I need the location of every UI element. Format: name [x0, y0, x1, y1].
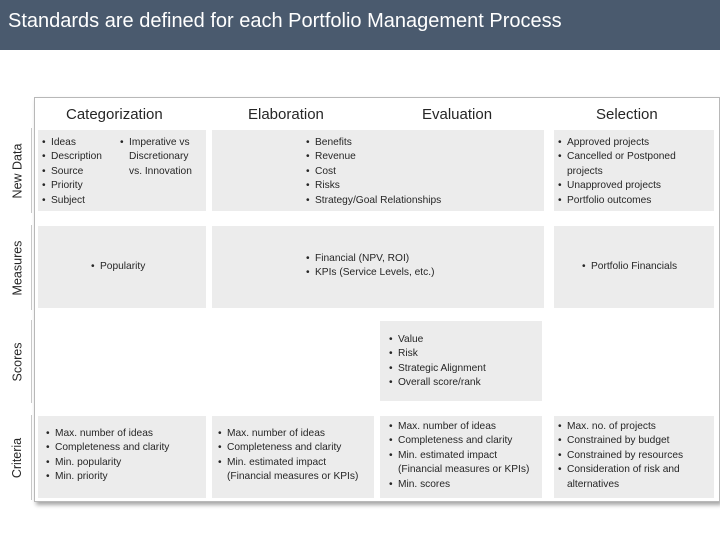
- cell-new-data-selection: Approved projects Cancelled or Postponed…: [554, 130, 714, 211]
- list-item: Strategy/Goal Relationships: [306, 194, 441, 209]
- title-bar: Standards are defined for each Portfolio…: [0, 0, 720, 50]
- list-item: Ideas: [42, 136, 102, 151]
- cell-new-data-elaboration-evaluation: Benefits Revenue Cost Risks Strategy/Goa…: [212, 130, 544, 211]
- row-label-criteria-text: Criteria: [10, 437, 25, 478]
- list-item: Portfolio outcomes: [558, 194, 698, 209]
- list-item: Cost: [306, 165, 441, 180]
- scores-evaluation-list: Value Risk Strategic Alignment Overall s…: [389, 333, 486, 391]
- cell-scores-evaluation: Value Risk Strategic Alignment Overall s…: [380, 321, 542, 401]
- cell-criteria-evaluation: Max. number of ideas Completeness and cl…: [380, 416, 542, 498]
- list-item: Source: [42, 165, 102, 180]
- column-header-evaluation: Evaluation: [422, 106, 493, 123]
- list-item: Popularity: [91, 260, 145, 275]
- measures-selection-list: Portfolio Financials: [582, 260, 677, 275]
- list-item: Imperative vs Discretionary vs. Innovati…: [120, 136, 202, 179]
- new-data-categorization-list-b: Imperative vs Discretionary vs. Innovati…: [120, 136, 202, 179]
- list-item: Risks: [306, 179, 441, 194]
- criteria-elaboration-list: Max. number of ideas Completeness and cl…: [218, 427, 370, 485]
- list-item: Revenue: [306, 150, 441, 165]
- row-label-measures-text: Measures: [10, 240, 25, 295]
- list-item: Description: [42, 150, 102, 165]
- cell-new-data-categorization: Ideas Description Source Priority Subjec…: [38, 130, 206, 211]
- criteria-categorization-list: Max. number of ideas Completeness and cl…: [46, 427, 196, 485]
- list-item: Min. estimated impact (Financial measure…: [389, 449, 539, 478]
- criteria-evaluation-list: Max. number of ideas Completeness and cl…: [389, 420, 539, 492]
- list-item: Constrained by resources: [558, 449, 698, 464]
- list-item: Max. number of ideas: [389, 420, 539, 435]
- measures-elaboration-evaluation-list: Financial (NPV, ROI) KPIs (Service Level…: [306, 252, 434, 281]
- list-item: Min. estimated impact (Financial measure…: [218, 456, 370, 485]
- column-header-categorization: Categorization: [66, 106, 163, 123]
- cell-measures-selection: Portfolio Financials: [554, 226, 714, 308]
- row-label-new-data: New Data: [4, 128, 32, 213]
- list-item: Unapproved projects: [558, 179, 698, 194]
- row-label-measures: Measures: [4, 225, 32, 310]
- list-item: Strategic Alignment: [389, 362, 486, 377]
- list-item: Consideration of risk and alternatives: [558, 463, 698, 492]
- list-item: Financial (NPV, ROI): [306, 252, 434, 267]
- list-item: Risk: [389, 347, 486, 362]
- list-item: Constrained by budget: [558, 434, 698, 449]
- list-item: Completeness and clarity: [218, 441, 370, 456]
- measures-categorization-list: Popularity: [91, 260, 145, 275]
- list-item: Portfolio Financials: [582, 260, 677, 275]
- cell-measures-categorization: Popularity: [38, 226, 206, 308]
- list-item: Subject: [42, 194, 102, 209]
- list-item: Priority: [42, 179, 102, 194]
- row-label-criteria: Criteria: [4, 415, 32, 500]
- row-label-new-data-text: New Data: [10, 143, 25, 198]
- list-item: Cancelled or Postponed projects: [558, 150, 698, 179]
- list-item: Min. popularity: [46, 456, 196, 471]
- list-item: Completeness and clarity: [389, 434, 539, 449]
- cell-measures-elaboration-evaluation: Financial (NPV, ROI) KPIs (Service Level…: [212, 226, 544, 308]
- new-data-selection-list: Approved projects Cancelled or Postponed…: [558, 136, 698, 208]
- list-item: Overall score/rank: [389, 376, 486, 391]
- list-item: Min. priority: [46, 470, 196, 485]
- new-data-elaboration-evaluation-list: Benefits Revenue Cost Risks Strategy/Goa…: [306, 136, 441, 208]
- list-item: Benefits: [306, 136, 441, 151]
- column-header-elaboration: Elaboration: [248, 106, 324, 123]
- column-header-selection: Selection: [596, 106, 658, 123]
- list-item: KPIs (Service Levels, etc.): [306, 266, 434, 281]
- list-item: Max. no. of projects: [558, 420, 698, 435]
- row-label-scores-text: Scores: [10, 342, 25, 381]
- row-label-scores: Scores: [4, 320, 32, 403]
- list-item: Max. number of ideas: [218, 427, 370, 442]
- criteria-selection-list: Max. no. of projects Constrained by budg…: [558, 420, 698, 492]
- list-item: Min. scores: [389, 478, 539, 493]
- cell-criteria-selection: Max. no. of projects Constrained by budg…: [554, 416, 714, 498]
- cell-criteria-categorization: Max. number of ideas Completeness and cl…: [38, 416, 206, 498]
- slide-title: Standards are defined for each Portfolio…: [8, 10, 562, 32]
- list-item: Max. number of ideas: [46, 427, 196, 442]
- list-item: Value: [389, 333, 486, 348]
- list-item: Approved projects: [558, 136, 698, 151]
- new-data-categorization-list-a: Ideas Description Source Priority Subjec…: [42, 136, 102, 208]
- cell-criteria-elaboration: Max. number of ideas Completeness and cl…: [212, 416, 374, 498]
- list-item: Completeness and clarity: [46, 441, 196, 456]
